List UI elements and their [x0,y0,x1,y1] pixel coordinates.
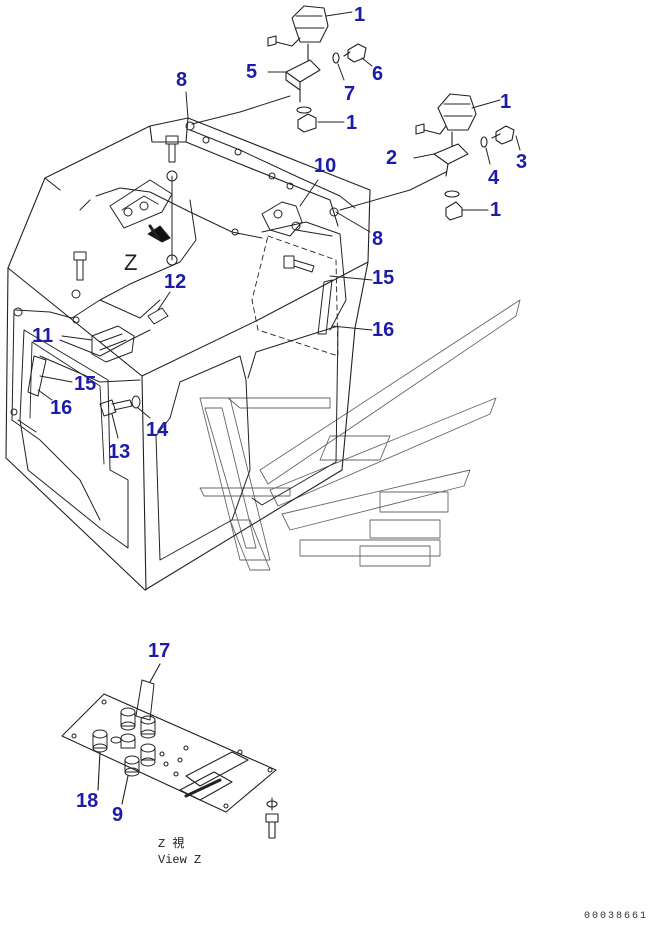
callout-15-right: 15 [372,267,395,289]
callout-12: 12 [164,271,187,293]
callout-1-top-lamp: 1 [354,4,366,26]
watermark-logo [199,299,521,571]
cab-outline [5,117,371,591]
callout-15-left: 15 [74,373,97,395]
cab-hardware [10,121,339,417]
callout-2: 2 [386,147,398,169]
callout-18: 18 [76,790,99,812]
callout-11: 11 [32,325,54,347]
callout-1-right-lamp: 1 [500,91,512,113]
callout-6: 6 [372,63,384,85]
callout-16-left: 16 [50,397,73,419]
view-z-plate [61,663,279,839]
callout-16-right: 16 [372,319,395,341]
callout-4: 4 [488,167,500,189]
view-marker-z: Z [124,250,138,275]
leader-lines [37,11,521,439]
wiring-harness [11,95,447,521]
callout-13: 13 [108,441,131,463]
callout-7: 7 [344,83,356,105]
document-number: 00038661 [584,911,649,922]
view-caption-english: View Z [158,853,202,867]
callout-5: 5 [246,61,258,83]
callout-3: 3 [516,151,528,173]
callout-8-right: 8 [372,228,384,250]
callout-8-top: 8 [176,69,188,91]
work-lamp-right [415,93,515,221]
callout-17: 17 [148,640,171,662]
callout-10: 10 [314,155,337,177]
view-caption-japanese: Z 視 [158,837,185,851]
work-lamp-top [267,5,367,133]
callout-9: 9 [112,804,124,826]
callout-1-top-nut: 1 [346,112,358,134]
callout-14: 14 [146,419,169,441]
callout-1-right-nut: 1 [490,199,502,221]
